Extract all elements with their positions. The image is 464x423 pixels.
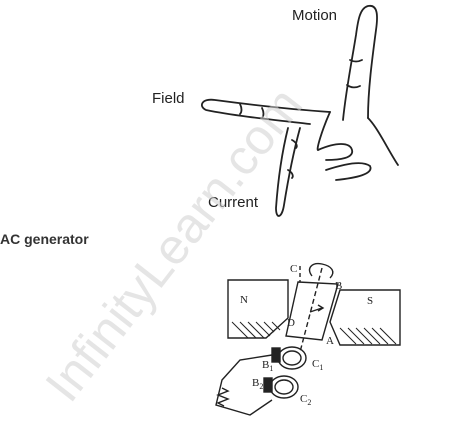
label-c2: C2 [300,393,311,407]
curled-finger-1 [317,143,353,161]
field-label: Field [152,90,185,107]
index-finger-outline [201,98,331,125]
motion-label: Motion [292,7,338,24]
label-b: B [335,280,342,292]
curled-finger-2 [325,162,372,181]
section-heading: AC generator [0,231,89,247]
n-pole [227,279,289,339]
label-a: A [326,335,334,347]
label-b2: B2 [252,377,263,391]
s-pole [329,289,401,346]
label-d: D [287,317,295,329]
palm-outline [367,117,399,166]
armature-coil [285,281,339,341]
rotation-axis [299,267,323,353]
ac-generator-diagram [215,262,401,416]
middle-finger-outline [275,127,301,217]
external-circuit [215,354,273,416]
label-c: C [290,263,297,275]
label-s: S [367,295,373,307]
wrist-outline [316,111,331,151]
resistor [216,387,230,407]
watermark-text: InfinityLearn.com [35,77,314,412]
rotation-arrow [308,262,334,279]
current-label: Current [208,194,259,211]
label-n: N [240,294,248,306]
label-c1: C1 [312,358,323,372]
thumb-outline [342,4,378,121]
brush-2 [263,377,273,393]
label-b1: B1 [262,359,273,373]
